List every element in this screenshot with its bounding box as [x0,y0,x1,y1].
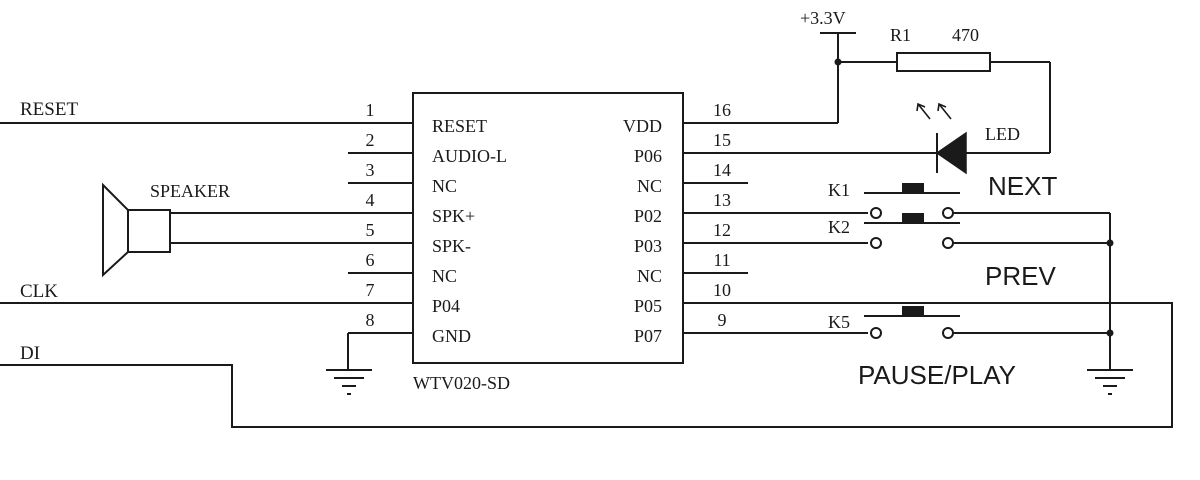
pin-label: RESET [432,116,487,136]
pin-label: P05 [634,296,662,316]
pin-number: 15 [713,130,731,150]
left-pin-numbers: 1 2 3 4 5 6 7 8 [366,100,375,330]
led-symbol [683,102,1050,175]
left-pin-labels: RESET AUDIO-L NC SPK+ SPK- NC P04 GND [432,116,507,346]
pin-label: P02 [634,206,662,226]
speaker-label: SPEAKER [150,181,230,201]
speaker-symbol [102,182,413,278]
switch-k2 [683,213,1110,249]
led-label: LED [985,124,1020,144]
switch-k5-label: K5 [828,312,850,332]
pin-number: 1 [366,100,375,120]
pin-number: 12 [713,220,731,240]
right-pins [683,182,748,274]
right-pin-labels: VDD P06 NC P02 P03 NC P05 P07 [623,116,662,346]
pin-number: 10 [713,280,731,300]
pin-label: P06 [634,146,662,166]
switch-k2-label: K2 [828,217,850,237]
next-button-label: NEXT [988,171,1057,201]
pin-number: 16 [713,100,731,120]
pin-label: VDD [623,116,662,136]
pin-label: P04 [432,296,460,316]
pin-label: NC [637,266,662,286]
pin-label: P03 [634,236,662,256]
clk-signal-label: CLK [20,281,58,302]
power-label: +3.3V [800,8,846,28]
pin-number: 2 [366,130,375,150]
pin-label: GND [432,326,471,346]
di-wire [0,302,1173,428]
reset-signal-label: RESET [20,99,78,120]
power-symbol [683,32,856,124]
left-pins [348,152,413,334]
pin-number: 5 [366,220,375,240]
right-pin-numbers: 16 15 14 13 12 11 10 9 [713,100,731,330]
pin-label: NC [432,266,457,286]
di-signal-label: DI [20,343,40,364]
chip-body [412,92,684,364]
pin-label: AUDIO-L [432,146,507,166]
pin-label: P07 [634,326,662,346]
chip-name: WTV020-SD [413,373,510,393]
pin-number: 8 [366,310,375,330]
switch-k1 [683,183,1110,219]
pin-label: SPK+ [432,206,475,226]
pin-number: 13 [713,190,731,210]
pin-number: 4 [366,190,375,210]
prev-button-label: PREV [985,261,1056,291]
resistor-value: 470 [952,25,979,45]
pin-label: NC [637,176,662,196]
switch-k1-label: K1 [828,180,850,200]
switch-k5 [683,306,1110,339]
pin-number: 11 [713,250,730,270]
pause-play-button-label: PAUSE/PLAY [858,360,1016,390]
switch-ground-bus [1087,213,1133,395]
pin-number: 9 [718,310,727,330]
pin-number: 3 [366,160,375,180]
ground-symbol [326,333,372,395]
pin-number: 6 [366,250,375,270]
pin-label: NC [432,176,457,196]
resistor-ref: R1 [890,25,911,45]
pin-number: 7 [366,280,375,300]
pin-number: 14 [713,160,731,180]
pin-label: SPK- [432,236,471,256]
resistor-r1 [838,52,1051,153]
